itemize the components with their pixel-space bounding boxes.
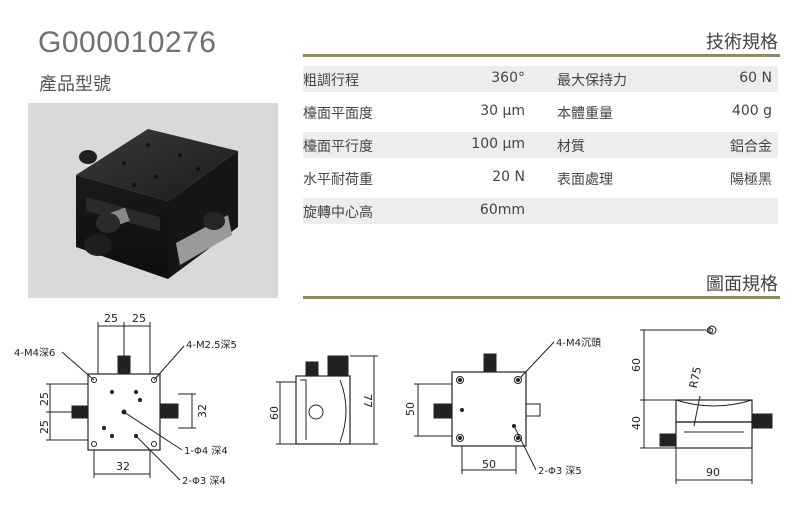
spec-label: 檯面平面度 <box>303 106 373 122</box>
top-view-drawing <box>46 322 196 481</box>
bottom-view-drawing <box>414 341 555 474</box>
callout-m4: 4-M4深6 <box>14 347 55 359</box>
dim-bottom-50: 50 <box>482 458 496 471</box>
callout-bottom-phi3: 2-Φ3 深5 <box>538 465 582 477</box>
callout-m25: 4-M2.5深5 <box>186 339 237 351</box>
product-photo <box>28 103 278 298</box>
dim-top-left: 25 <box>104 312 118 325</box>
goniometer-stage-image <box>28 103 278 298</box>
product-code-label: 產品型號 <box>39 74 111 95</box>
callout-phi3: 2-Φ3 深4 <box>182 475 226 487</box>
dim-profile-90: 90 <box>706 466 720 479</box>
specs-divider <box>303 54 780 57</box>
technical-drawings: 25 25 4-M4深6 4-M2.5深5 25 25 32 32 1-Φ4 深… <box>14 312 773 487</box>
product-code: G000010276 <box>38 26 217 59</box>
spec-value: 陽極黑 <box>730 172 772 188</box>
profile-symbol: Φ <box>706 326 714 337</box>
profile-view-drawing <box>640 325 773 484</box>
callout-bottom-m4: 4-M4沉頭 <box>556 336 601 349</box>
spec-label: 旋轉中心高 <box>303 205 373 221</box>
spec-label: 材質 <box>557 139 585 155</box>
dim-side-77: 77 <box>361 394 374 408</box>
drawings-title: 圖面規格 <box>706 274 778 295</box>
dim-side-60: 60 <box>268 406 281 420</box>
spec-label: 水平耐荷重 <box>303 172 373 188</box>
dim-left-upper: 25 <box>38 392 51 406</box>
spec-value: 100 µm <box>471 136 525 152</box>
spec-row: 粗調行程 360° 最大保持力 60 N <box>303 66 778 92</box>
spec-label: 粗調行程 <box>303 73 359 89</box>
spec-value: 60 N <box>739 70 772 86</box>
spec-row: 檯面平面度 30 µm 本體重量 400 g <box>303 99 778 125</box>
callout-phi4: 1-Φ4 深4 <box>184 445 228 457</box>
spec-value: 360° <box>491 70 525 86</box>
specs-title: 技術規格 <box>706 32 778 53</box>
spec-row: 檯面平行度 100 µm 材質 鋁合金 <box>303 132 778 158</box>
dim-profile-60: 60 <box>630 358 643 372</box>
spec-value: 鋁合金 <box>730 139 772 155</box>
dim-top-right: 25 <box>132 312 146 325</box>
spec-row: 水平耐荷重 20 N 表面處理 陽極黑 <box>303 165 778 191</box>
spec-label: 檯面平行度 <box>303 139 373 155</box>
spec-value: 30 µm <box>480 103 525 119</box>
spec-label: 本體重量 <box>557 106 613 122</box>
spec-row: 旋轉中心高 60mm <box>303 198 778 224</box>
spec-value: 400 g <box>731 103 772 119</box>
dim-profile-r75: R75 <box>687 365 704 389</box>
spec-value: 60mm <box>479 202 525 218</box>
dim-right-32: 32 <box>196 404 209 418</box>
spec-label: 表面處理 <box>557 172 613 188</box>
dim-profile-40: 40 <box>630 416 643 430</box>
dim-bottom-50-left: 50 <box>404 402 417 416</box>
drawings-divider <box>303 296 780 299</box>
dim-left-lower: 25 <box>38 420 51 434</box>
side-view-drawing <box>276 355 378 445</box>
spec-value: 20 N <box>492 169 525 185</box>
dim-bottom-32: 32 <box>116 460 130 473</box>
spec-label: 最大保持力 <box>557 73 627 89</box>
